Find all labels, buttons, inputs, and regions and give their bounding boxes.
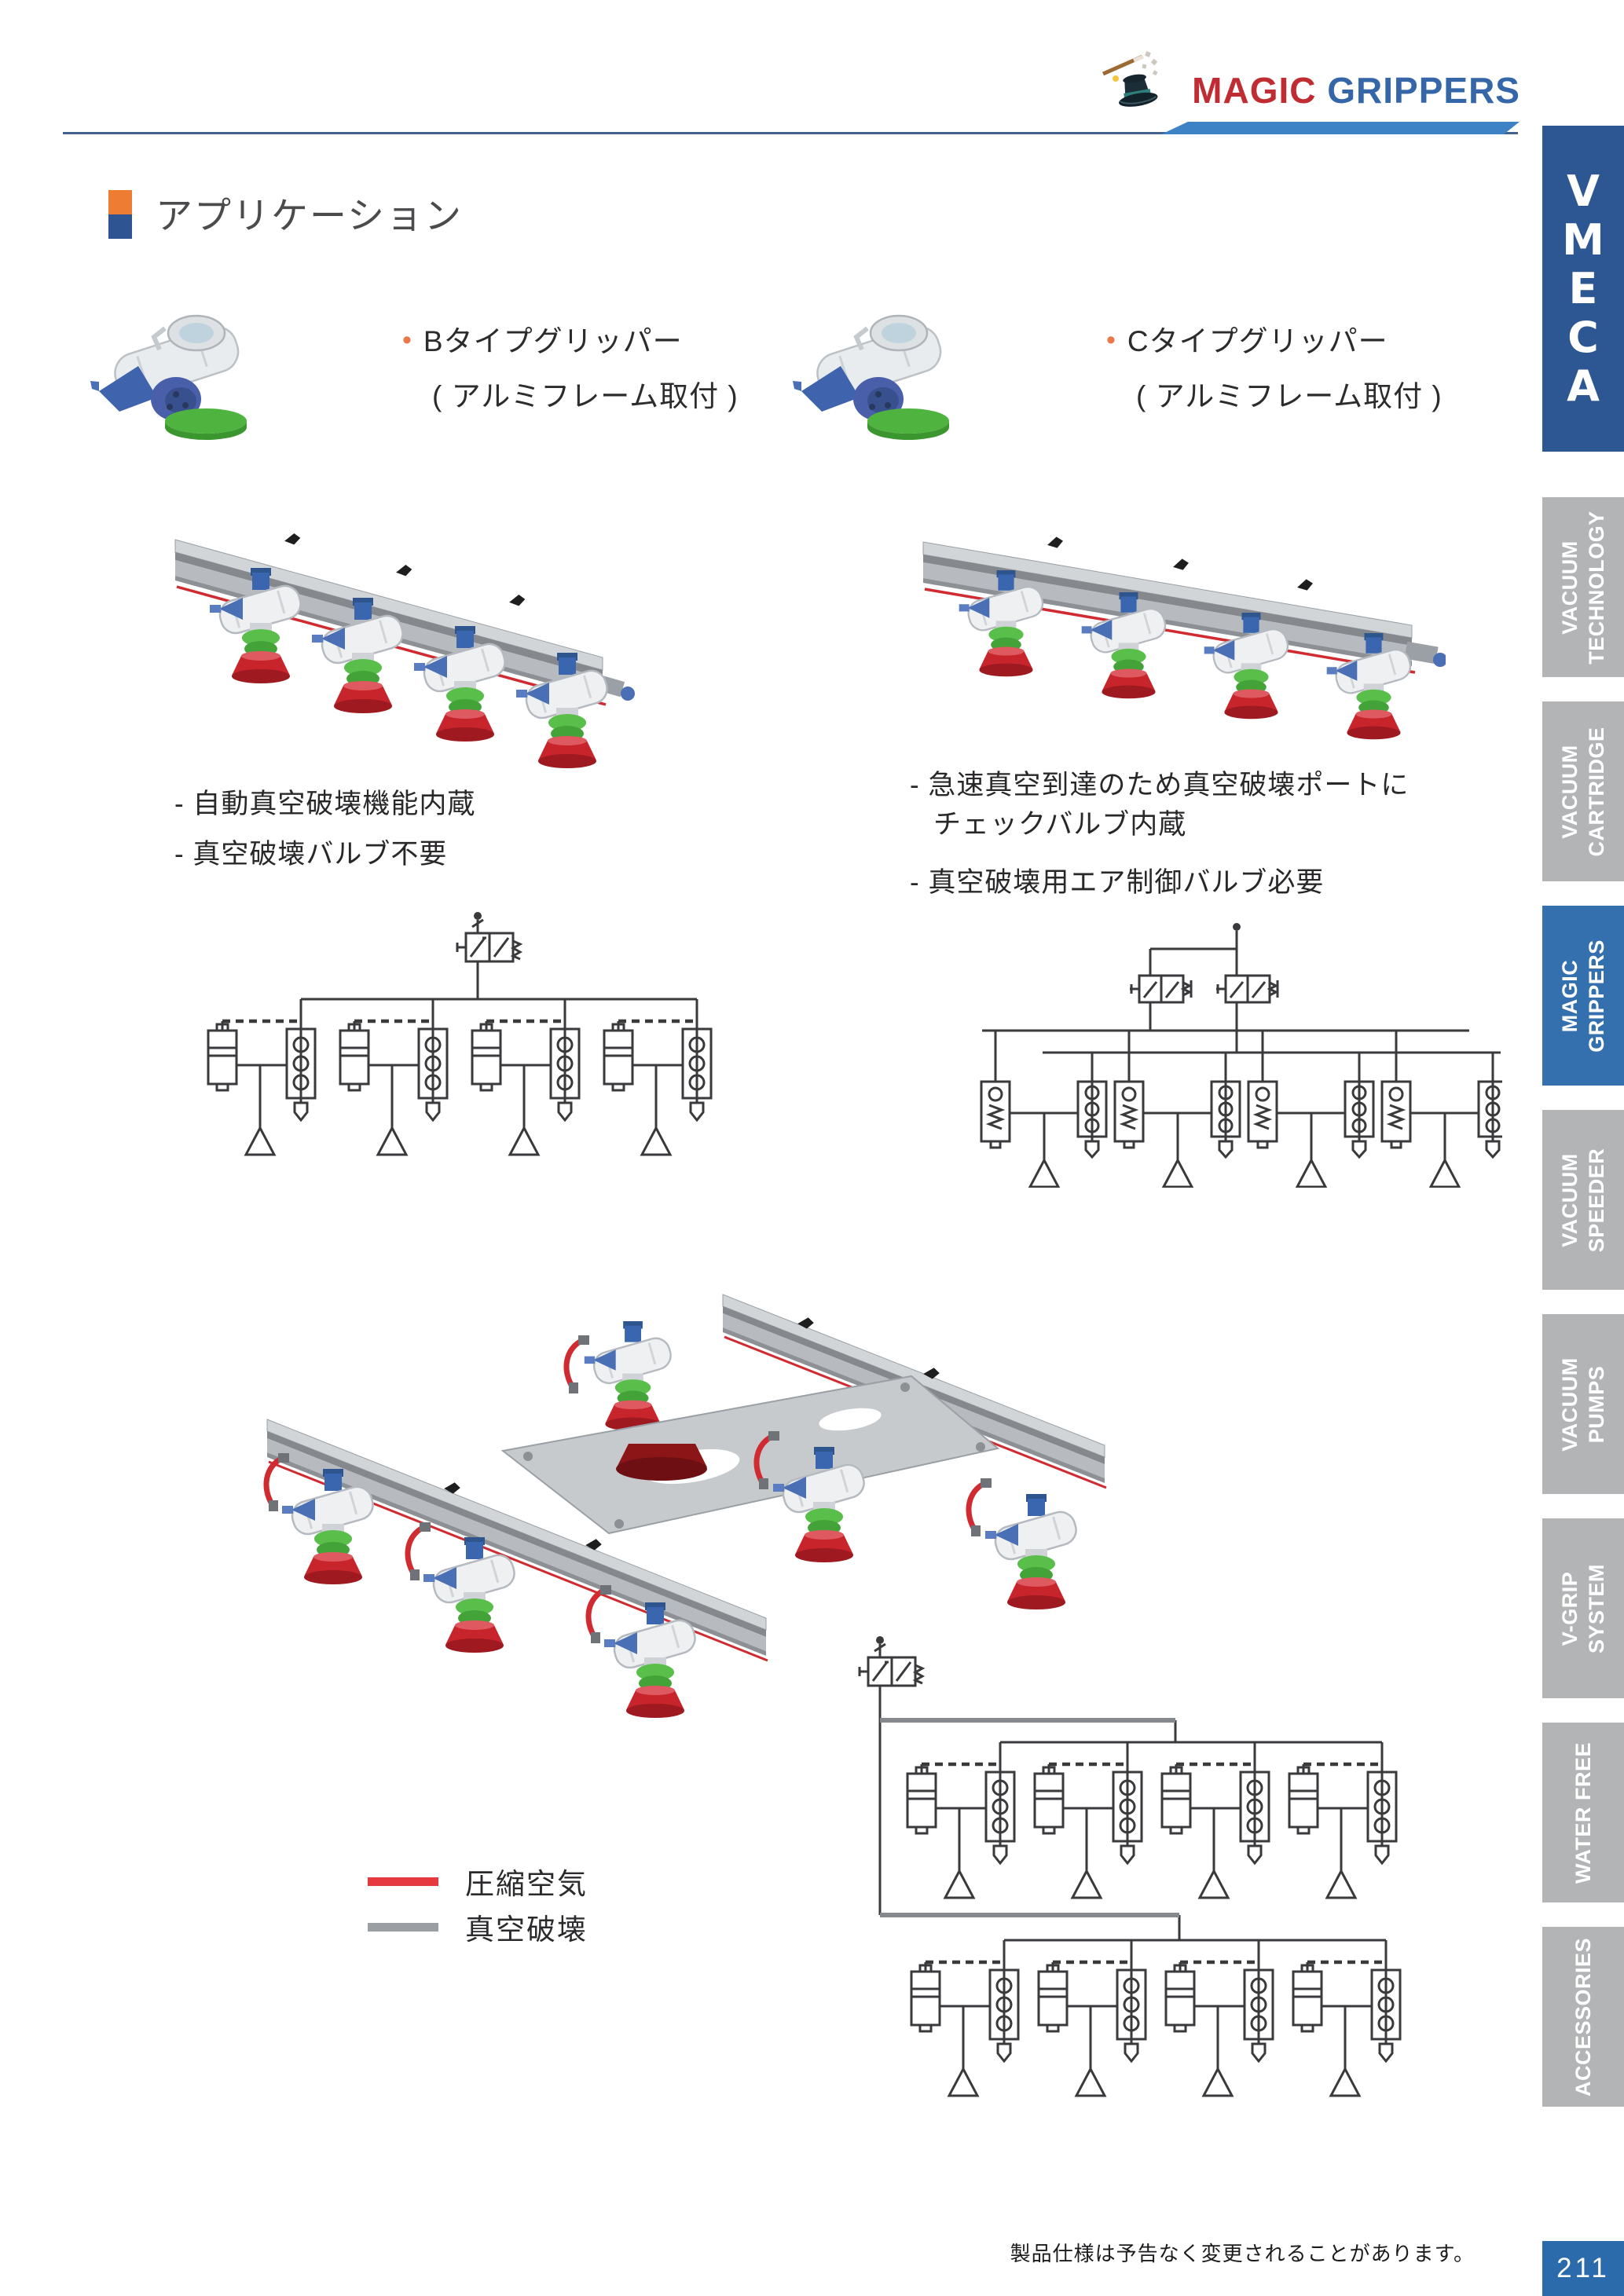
c-type-mount: ( アルミフレーム取付 ) [1136,380,1443,412]
sidebar-tab-accessories: ACCESSORIES [1542,1927,1624,2107]
tab-label: GRIPPERS [1585,939,1608,1053]
c-type-gripper-image [789,297,950,442]
tab-label: WATER FREE [1571,1741,1595,1884]
c-type-label: • Cタイプグリッパー ( アルミフレーム取付 ) [1106,317,1515,415]
logo-letter: M [1562,214,1604,265]
magic-hat-icon [1102,51,1158,107]
bullet-dot-icon: • [402,325,412,355]
compressed-air-line-swatch [368,1877,438,1886]
logo-letter: E [1568,263,1598,313]
legend-label: 圧縮空気 [465,1868,588,1900]
feature-item: - 急速真空到達のため真空破壊ポートに [910,770,1410,800]
c-type-name: Cタイプグリッパー [1127,325,1388,357]
tab-label: V-GRIP [1558,1571,1582,1646]
frame-circuit-diagram [858,1635,1505,2110]
b-type-features: - 自動真空破壊機能内蔵 - 真空破壊バルブ不要 [174,779,475,880]
page-title: MAGIC GRIPPERS [1175,69,1520,112]
tab-label: PUMPS [1585,1365,1608,1443]
vacuum-release-line-swatch [368,1922,438,1932]
sidebar-logo-vmeca: V M E C A [1542,126,1624,452]
b-type-label: • Bタイプグリッパー ( アルミフレーム取付 ) [402,317,811,415]
section-bullet-icon [108,190,132,239]
footer-note: 製品仕様は予告なく変更されることがあります。 [1010,2242,1475,2265]
c-type-circuit-diagram [980,923,1502,1188]
tab-label: VACUUM [1558,744,1582,839]
b-type-mount: ( アルミフレーム取付 ) [432,380,739,412]
c-type-rail-assembly-image [922,535,1446,741]
b-type-gripper-image [86,297,247,442]
tab-label: VACUUM [1558,540,1582,635]
legend-row-compressed-air: 圧縮空気 [368,1858,588,1904]
legend-row-vacuum-release: 真空破壊 [368,1904,588,1950]
logo-letter: A [1567,361,1600,411]
c-type-features: - 急速真空到達のため真空破壊ポートに チェックバルブ内蔵 - 真空破壊用エア制… [910,766,1409,903]
sidebar-tab-water-free: WATER FREE [1542,1723,1624,1902]
tab-label: CARTRIDGE [1585,727,1608,856]
tab-label: VACUUM [1558,1357,1582,1452]
feature-item: - 自動真空破壊機能内蔵 [174,789,476,819]
b-type-rail-assembly-image [174,531,635,770]
logo-letter: C [1567,312,1599,362]
header-rule [63,132,1518,134]
tab-label: SPEEDER [1585,1148,1608,1252]
logo-letter: V [1567,166,1600,216]
brand-word-magic: MAGIC [1192,70,1317,111]
page-number: 211 [1542,2241,1624,2296]
bullet-dot-icon: • [1106,325,1116,355]
feature-item-continued: チェックバルブ内蔵 [933,809,1187,840]
line-legend: 圧縮空気 真空破壊 [368,1858,588,1950]
feature-item: - 真空破壊用エア制御バルブ必要 [910,867,1325,898]
tab-label: ACCESSORIES [1571,1937,1595,2096]
b-type-circuit-diagram [191,911,763,1163]
header-accent-bar [1161,122,1520,134]
feature-item: - 真空破壊バルブ不要 [174,839,448,870]
brand-word-grippers: GRIPPERS [1327,70,1520,111]
legend-label: 真空破壊 [465,1913,588,1946]
b-type-name: Bタイプグリッパー [423,325,683,357]
section-title: アプリケーション [156,195,464,236]
tab-label: SYSTEM [1585,1563,1608,1653]
frame-assembly-image [251,1294,1107,1719]
tab-label: TECHNOLOGY [1585,510,1608,665]
tab-label: MAGIC [1558,959,1582,1032]
tab-label: VACUUM [1558,1152,1582,1247]
